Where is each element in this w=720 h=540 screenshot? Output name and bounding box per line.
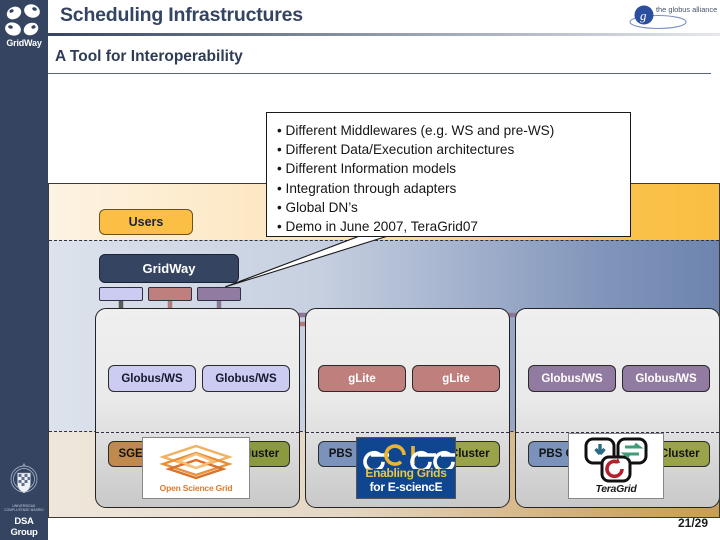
infrastructure-panel-osg: Globus/WS Globus/WS SGE Cluster PBS Clus… (95, 308, 300, 508)
gridway-box[interactable]: GridWay (99, 254, 239, 283)
gridway-logo-label: GridWay (6, 38, 42, 48)
teragrid-logo: TeraGrid (568, 433, 664, 499)
left-navy-rail: GridWay UNIVERSIDAD COMPLUTE (0, 0, 48, 540)
gridway-logo (0, 2, 48, 52)
users-box[interactable]: Users (99, 209, 193, 235)
svg-text:the globus alliance: the globus alliance (656, 5, 717, 14)
callout-bullet-list: Different Middlewares (e.g. WS and pre-W… (277, 121, 630, 236)
header-rule (48, 33, 720, 36)
middleware-box[interactable]: Globus/WS (108, 365, 196, 392)
adapter-block-glite[interactable] (148, 287, 192, 301)
middleware-box[interactable]: Globus/WS (202, 365, 290, 392)
infrastructure-panel-egee: gLite gLite PBS Cluster SGE Cluster Enab… (305, 308, 510, 508)
university-seal-caption: UNIVERSIDAD COMPLUTENSE MADRID (4, 504, 44, 512)
footer-org-block: UNIVERSIDAD COMPLUTENSE MADRID DSA Group (0, 458, 48, 540)
osg-logo-text: Open Science Grid (159, 483, 233, 493)
middleware-box[interactable]: gLite (412, 365, 500, 392)
university-seal-icon (9, 460, 39, 502)
teragrid-logo-text: TeraGrid (595, 483, 637, 495)
middleware-box[interactable]: Globus/WS (622, 365, 710, 392)
callout-bullet: Different Data/Execution architectures (277, 140, 630, 159)
panel-divider (306, 432, 509, 433)
callout-bullet: Different Middlewares (e.g. WS and pre-W… (277, 121, 630, 140)
middleware-box[interactable]: gLite (318, 365, 406, 392)
band-divider-upper (49, 240, 719, 241)
svg-text:g: g (640, 8, 647, 23)
open-science-grid-logo: Open Science Grid (142, 437, 250, 499)
callout-box: Different Middlewares (e.g. WS and pre-W… (266, 112, 631, 237)
callout-bullet: Different Information models (277, 159, 630, 178)
infrastructure-panel-teragrid: Globus/WS Globus/WS PBS Cluster SGE Clus… (515, 308, 719, 508)
page-number: 21/29 (677, 516, 708, 530)
adapter-block-teragrid[interactable] (197, 287, 241, 301)
page-title: Scheduling Infrastructures (60, 4, 303, 26)
egee-logo-line1: Enabling Grids (365, 466, 447, 480)
callout-bullet: Integration through adapters (277, 179, 630, 198)
page-subtitle: A Tool for Interoperability (55, 48, 243, 65)
globus-alliance-logo: g the globus alliance (622, 2, 718, 32)
panel-divider (96, 432, 299, 433)
adapter-block-globus[interactable] (99, 287, 143, 301)
egee-logo-line2: for E-sciencE (369, 480, 443, 494)
dsa-group-label: DSA Group (10, 516, 38, 538)
callout-bullet: Demo in June 2007, TeraGrid07 (277, 217, 630, 236)
subtitle-rule (48, 73, 711, 74)
callout-bullet: Global DN’s (277, 198, 630, 217)
egee-logo: Enabling Grids for E-sciencE (356, 437, 456, 499)
middleware-box[interactable]: Globus/WS (528, 365, 616, 392)
panel-divider (516, 432, 719, 433)
